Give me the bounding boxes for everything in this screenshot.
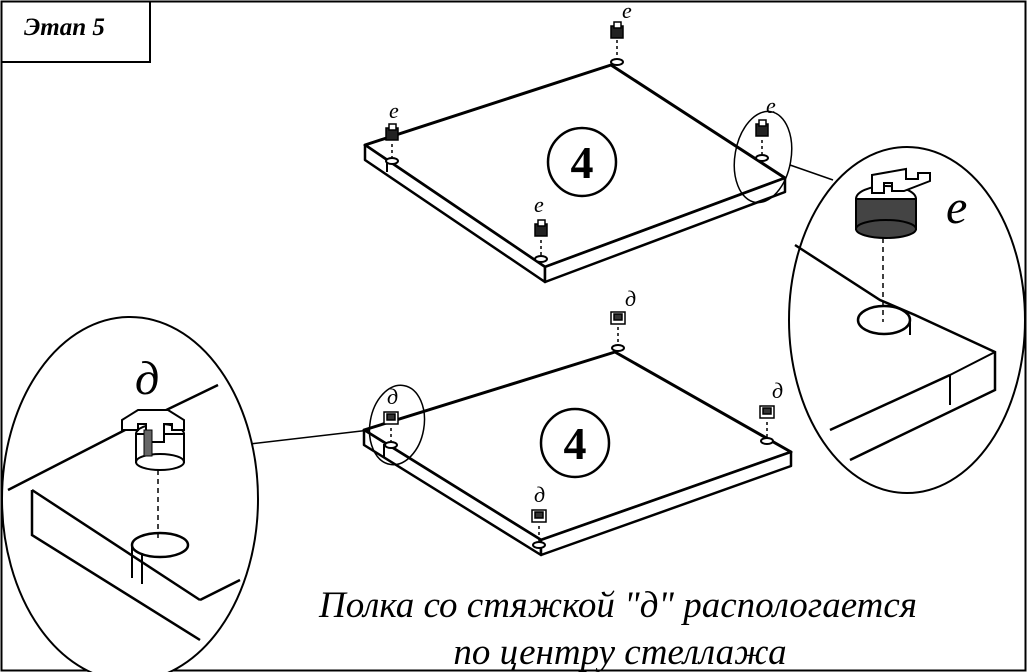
fastener-letter: е	[534, 192, 544, 217]
hole	[534, 255, 548, 263]
fastener-letter: д	[387, 384, 398, 409]
caption-line-1: Полка со стяжкой "д" распологается	[318, 585, 917, 626]
fastener-letter: д	[534, 482, 545, 507]
fastener-e-icon	[755, 119, 769, 154]
fastener-letter: д	[772, 378, 783, 403]
hole	[384, 441, 398, 449]
hole	[532, 541, 546, 549]
top-panel-holes	[385, 58, 769, 263]
stage-label-box: Этап 5	[1, 1, 151, 63]
fastener-e-icon	[385, 123, 399, 157]
svg-text:4: 4	[571, 137, 594, 188]
top-detail-marker	[733, 110, 793, 204]
hole	[611, 344, 625, 352]
detail-letter: е	[946, 181, 967, 234]
stage-label: Этап 5	[24, 14, 105, 41]
hole	[760, 437, 774, 445]
hole	[385, 157, 399, 165]
detail-letter: д	[135, 352, 159, 405]
top-panel-fasteners	[385, 21, 769, 255]
detail-view-e: е	[788, 146, 1026, 494]
fastener-letter: е	[389, 98, 399, 123]
fastener-e-icon	[610, 21, 624, 58]
cam-fastener-d-icon	[121, 409, 185, 471]
fastener-d-icon	[383, 411, 399, 441]
fastener-d-icon	[759, 405, 775, 437]
fastener-letter: е	[766, 93, 776, 118]
fastener-letter: д	[625, 286, 636, 311]
leader-line	[249, 429, 371, 445]
fastener-d-icon	[531, 509, 547, 541]
cam-fastener-e-icon	[855, 167, 931, 239]
bottom-panel-holes	[384, 344, 774, 549]
detail-view-d: д	[1, 316, 259, 672]
fastener-letter: е	[622, 0, 632, 23]
hole	[755, 154, 769, 162]
top-shelf-panel	[363, 63, 787, 284]
bottom-panel-fasteners	[383, 311, 775, 541]
caption-line-2: по центру стеллажа	[453, 632, 786, 672]
top-part-number-badge: 4	[546, 126, 618, 198]
leader-line	[789, 164, 834, 181]
hole	[610, 58, 624, 66]
svg-text:4: 4	[564, 418, 587, 469]
fastener-d-icon	[610, 311, 626, 344]
bottom-part-number-badge: 4	[539, 407, 611, 479]
fastener-e-icon	[534, 219, 548, 255]
bottom-detail-marker	[368, 384, 426, 466]
